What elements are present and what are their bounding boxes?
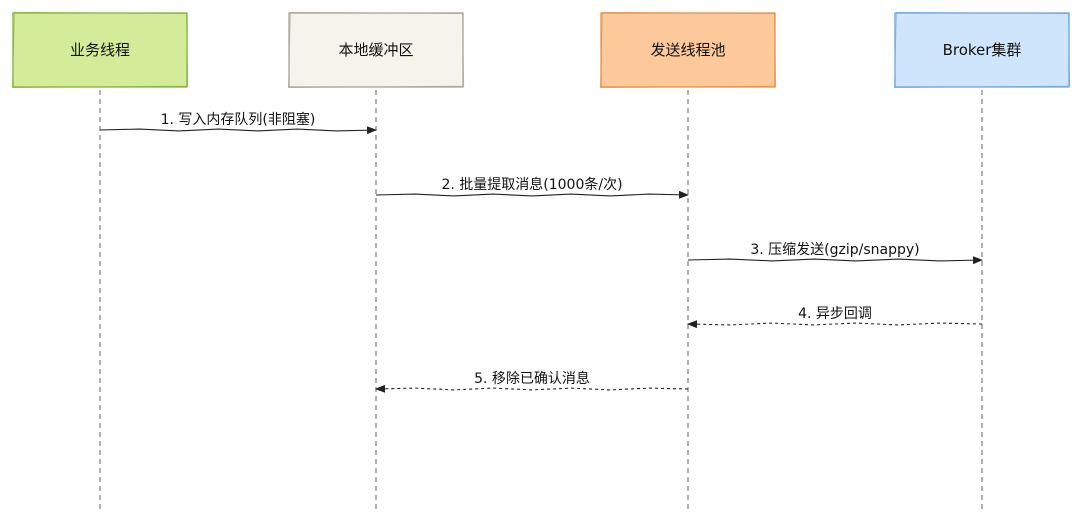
message-label-3: 3. 压缩发送(gzip/snappy)	[750, 242, 919, 258]
message-2: 2. 批量提取消息(1000条/次)	[375, 176, 689, 199]
participant-box-3: 发送线程池	[600, 11, 777, 89]
participant-box-4: Broker集群	[894, 11, 1071, 89]
message-label-2: 2. 批量提取消息(1000条/次)	[441, 176, 622, 193]
message-label-5: 5. 移除已确认消息	[474, 370, 590, 387]
message-5: 5. 移除已确认消息	[375, 370, 689, 393]
message-arrow-3	[687, 256, 983, 265]
participant-label-3: 发送线程池	[650, 41, 725, 59]
message-arrow-4	[687, 320, 983, 329]
participant-label-4: Broker集群	[943, 41, 1022, 59]
participant-box-2: 本地缓冲区	[288, 11, 465, 89]
participant-label-2: 本地缓冲区	[338, 41, 413, 59]
participant-label-1: 业务线程	[70, 41, 130, 59]
message-1: 1. 写入内存队列(非阻塞)	[99, 111, 377, 135]
message-arrow-2	[375, 190, 689, 199]
participant-box-1: 业务线程	[12, 11, 189, 89]
message-4: 4. 异步回调	[687, 306, 983, 329]
message-arrow-1	[99, 126, 377, 135]
message-arrow-5	[375, 384, 689, 393]
message-label-4: 4. 异步回调	[798, 306, 872, 322]
message-3: 3. 压缩发送(gzip/snappy)	[687, 242, 983, 265]
message-label-1: 1. 写入内存队列(非阻塞)	[161, 111, 316, 128]
